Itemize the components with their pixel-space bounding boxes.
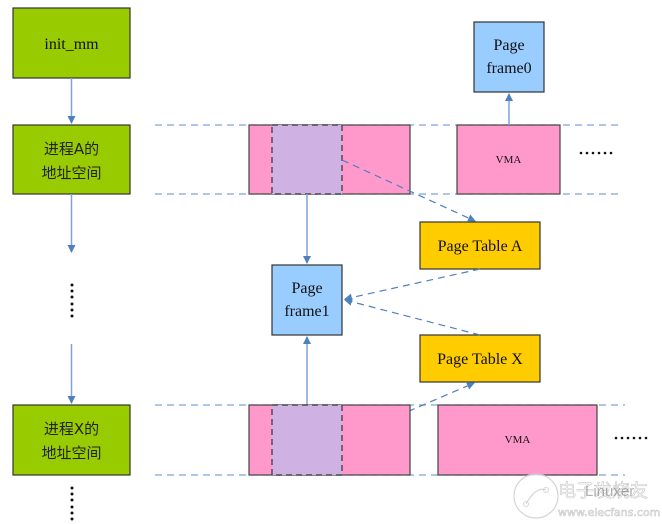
dashed-arrow-table-x-to-frame1: [344, 297, 481, 336]
vma-x-label: VMA: [505, 434, 531, 446]
process-x-label-line1: 进程X的: [44, 420, 99, 438]
vertical-ellipsis-bottom: [70, 486, 74, 521]
vma-a-node: VMA: [456, 124, 561, 195]
vma-a-label: VMA: [496, 154, 522, 166]
page-frame1-line2: frame1: [284, 303, 329, 320]
page-table-a-node: Page Table A: [419, 221, 541, 270]
page-table-x-node: Page Table X: [419, 334, 541, 383]
vertical-ellipsis-middle: [70, 283, 74, 318]
dashed-arrow-region-a-to-table-a: [341, 159, 476, 222]
process-x-label-line2: 地址空间: [41, 444, 101, 462]
vma-x-node: VMA: [437, 404, 598, 476]
watermark-overlay: Linuxer: [585, 483, 634, 500]
page-table-a-label: Page Table A: [438, 238, 523, 255]
watermark: 电子发烧友 www.elecfans.com Linuxer: [513, 473, 661, 519]
page-table-x-label: Page Table X: [437, 351, 523, 368]
process-x-address-space-node: 进程X的 地址空间: [12, 404, 131, 476]
page-frame0-line1: Page: [493, 37, 524, 54]
vma-a-mapped: [248, 124, 411, 195]
process-a-address-space-node: 进程A的 地址空间: [12, 124, 131, 195]
page-frame1-line1: Page: [291, 280, 322, 297]
process-a-label-line2: 地址空间: [41, 164, 101, 182]
process-a-label-line1: 进程A的: [44, 140, 99, 158]
horizontal-ellipsis-a: [579, 151, 613, 155]
dashed-arrow-table-a-to-frame1: [344, 268, 481, 302]
watermark-cn: 电子发烧友: [558, 481, 648, 502]
watermark-logo-icon: [513, 473, 559, 519]
vma-x-mapped: [248, 404, 411, 476]
page-frame0-node: Page frame0: [473, 21, 545, 93]
page-frame0-line2: frame0: [486, 60, 531, 77]
watermark-url: www.elecfans.com: [558, 506, 660, 519]
init-mm-label: init_mm: [44, 36, 99, 53]
horizontal-ellipsis-x: [614, 436, 648, 440]
init-mm-node: init_mm: [12, 7, 131, 79]
page-frame1-node: Page frame1: [271, 264, 343, 336]
